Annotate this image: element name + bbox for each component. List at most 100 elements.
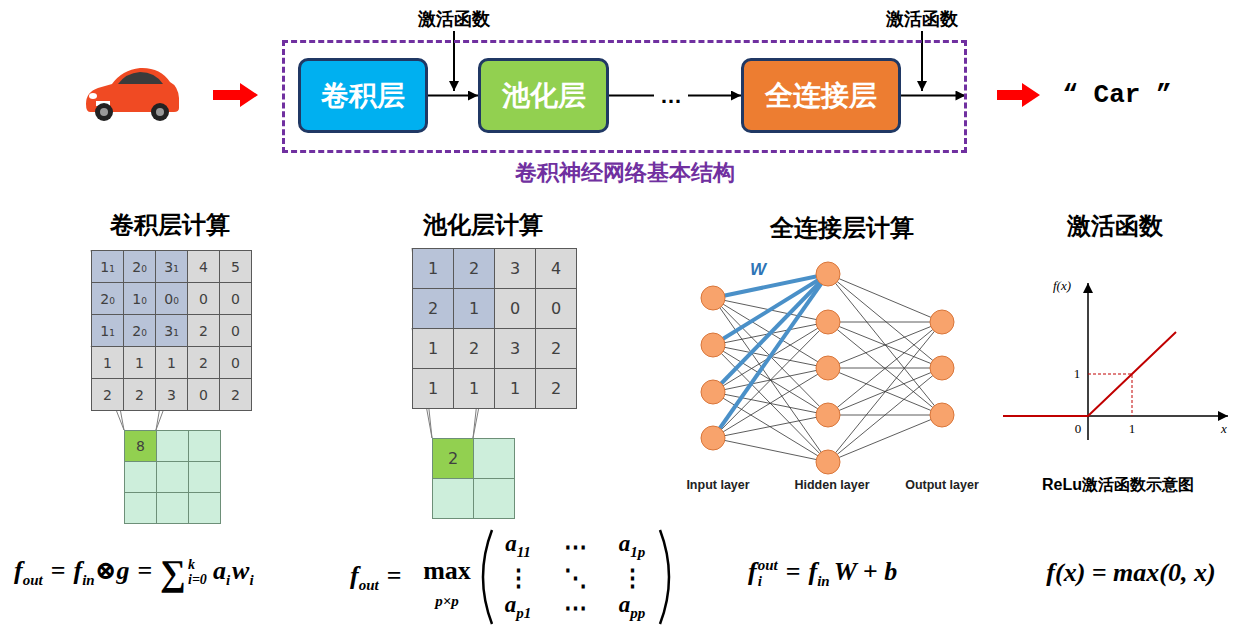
network-edge [713, 392, 828, 462]
cell-value: 8 [136, 438, 145, 454]
max-operator: max [423, 556, 471, 586]
network-edge [828, 368, 942, 462]
car-hub [156, 108, 164, 116]
grid-cell: 2 [453, 248, 495, 289]
network-edge [828, 322, 942, 415]
formula: f(x) = max(0, x) [1046, 558, 1215, 588]
network-edge [713, 322, 828, 438]
math-var: f [14, 556, 23, 585]
matrix-entry: a [505, 592, 517, 617]
subscript: in [817, 573, 830, 589]
grid-cell: 0 [535, 288, 577, 329]
grid-cell: 1 [123, 346, 156, 379]
subscript: 11 [517, 544, 531, 560]
cell-value: 2 [551, 339, 561, 358]
subscript: 1p [630, 544, 645, 560]
tick-label: 1 [1129, 421, 1136, 437]
car-wheel [151, 103, 169, 121]
cell-value: 0 [199, 387, 208, 403]
neuron [816, 450, 840, 474]
formula: app [619, 592, 646, 622]
subscript: i [249, 572, 253, 588]
process-box: 全连接层 [741, 58, 901, 133]
grid-cell: 5 [219, 250, 252, 283]
grid-cell: 8 [124, 430, 157, 462]
weight-edge [713, 274, 828, 392]
cell-value: 1 [103, 355, 112, 371]
leader-line [156, 346, 187, 430]
network-edge [828, 415, 942, 462]
grid-cell: 1 [155, 346, 188, 379]
tick-label: 0 [1075, 421, 1082, 437]
process-box: 卷积层 [298, 58, 428, 133]
neuron [816, 310, 840, 334]
cell-value: 5 [231, 259, 240, 275]
cell-value: 1 [167, 355, 176, 371]
cell-value: 2 [469, 259, 479, 278]
sum-symbol: ∑ [160, 553, 186, 593]
math-var: f [748, 557, 757, 586]
grid-cell: 1₁ [91, 250, 124, 283]
matrix-entry: a [619, 531, 631, 556]
cell-value: 1 [510, 379, 520, 398]
network-edge [828, 322, 942, 323]
grid-cell: 1 [91, 346, 124, 379]
grid-cell: 1₀ [123, 282, 156, 315]
network-edge [713, 368, 828, 438]
formula: fout= [350, 561, 410, 594]
neuron [816, 356, 840, 380]
grid-cell [156, 461, 189, 493]
neuron [701, 426, 725, 450]
grid-cell [188, 430, 221, 462]
flow-arrow [901, 95, 966, 97]
grid-cell: 3 [494, 248, 536, 289]
grid-cell: 0 [494, 288, 536, 329]
formula: fouti=finW + b [748, 557, 897, 590]
box-label: 卷积层 [321, 77, 405, 115]
annotation: 激活函数 [418, 7, 490, 31]
grid-cell: 4 [535, 248, 577, 289]
grid-cell: 2 [187, 346, 220, 379]
frame-caption: 卷积神经网络基本结构 [285, 158, 964, 188]
grid-cell: 3 [155, 378, 188, 411]
network-edge [713, 345, 828, 462]
grid-cell [473, 438, 515, 479]
grid-cell: 2₀ [123, 314, 156, 347]
subscript: i [758, 574, 778, 590]
grid-cell: 0 [219, 282, 252, 315]
subscript: out [359, 577, 379, 593]
annotation: 激活函数 [886, 7, 958, 31]
grid-cell: 2 [412, 288, 454, 329]
box-label: 全连接层 [765, 77, 877, 115]
network-edge [828, 274, 942, 322]
grid-cell: 2 [187, 314, 220, 347]
cell-value: 0 [551, 299, 561, 318]
network-edge [713, 415, 828, 438]
limits: outi [758, 558, 778, 590]
leader-line [91, 346, 124, 430]
upper-limit: k [188, 558, 207, 573]
cell-value: 2 [103, 387, 112, 403]
car-wheel [95, 103, 113, 121]
grid-cell: 2 [535, 368, 577, 409]
flow-arrow [428, 95, 478, 97]
cell-value: 0 [199, 291, 208, 307]
formula: fout=fin⊗g=∑ki=0aiwi [14, 552, 254, 594]
weight-label: W [750, 260, 766, 280]
neuron [816, 403, 840, 427]
relu-curve [1003, 332, 1176, 416]
grid-cell [156, 492, 189, 524]
operator: ⊗g [95, 556, 130, 585]
network-edge [828, 322, 942, 462]
network-edge [828, 322, 942, 368]
cell-value: 1 [469, 379, 479, 398]
neuron [930, 403, 954, 427]
grid-cell: 4 [187, 250, 220, 283]
subscript: p×p [435, 593, 459, 610]
grid-cell: 1 [453, 288, 495, 329]
cell-value: 2₀ [132, 323, 147, 339]
formula: a1p [619, 531, 646, 561]
neuron [701, 286, 725, 310]
cell-value: 1 [428, 339, 438, 358]
